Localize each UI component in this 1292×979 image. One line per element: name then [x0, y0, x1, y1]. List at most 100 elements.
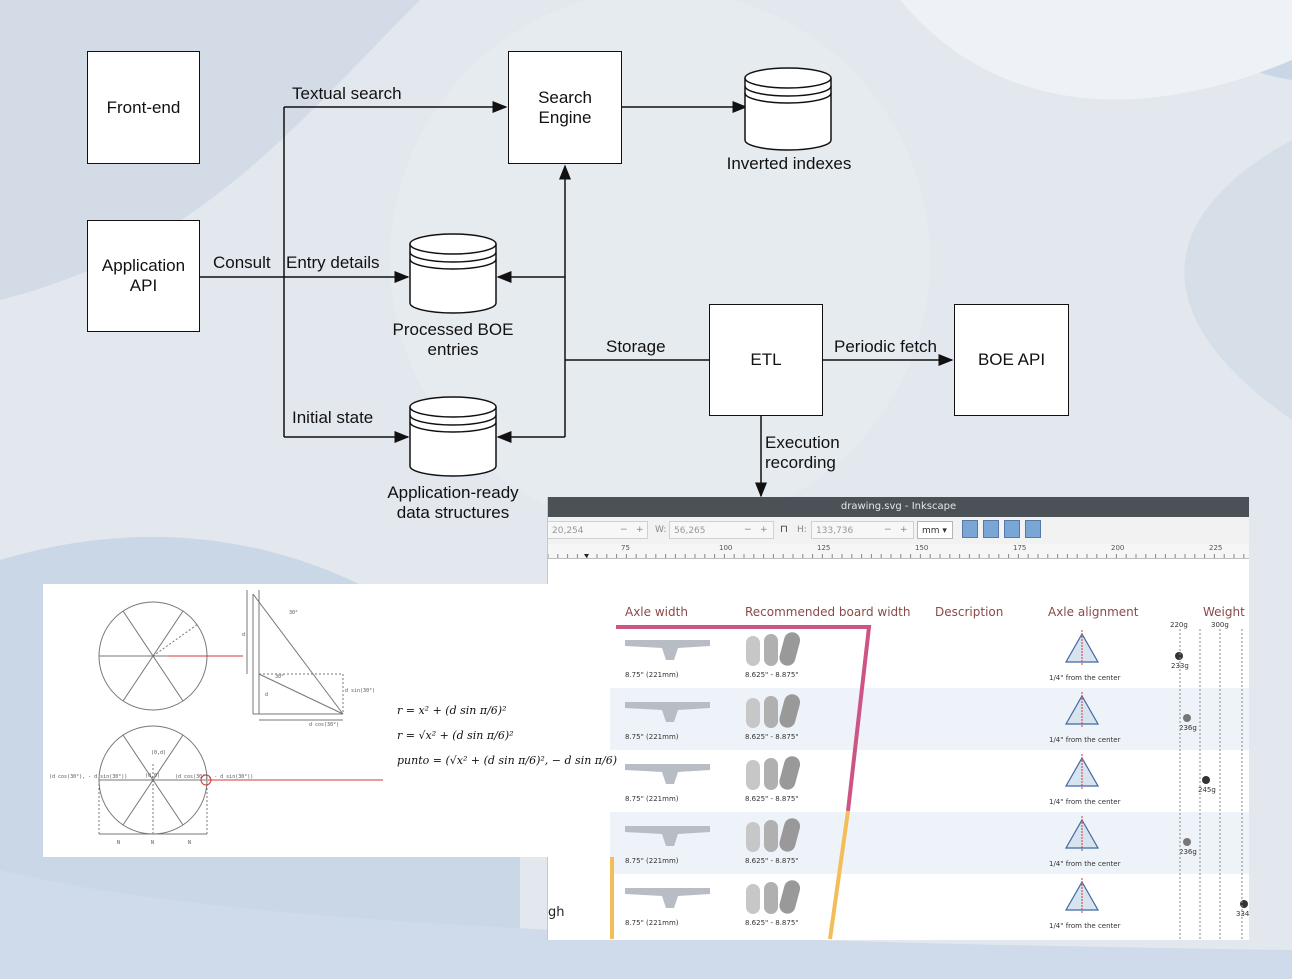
figure-label: d sin(30°) — [345, 688, 376, 694]
board-width-cell: 8.625" - 8.875" — [745, 795, 799, 803]
header-weight: Weight — [1203, 605, 1245, 619]
board-width-cell: 8.625" - 8.875" — [745, 671, 799, 679]
edge-initial-state: Initial state — [292, 408, 374, 427]
move-patterns-button[interactable] — [1025, 520, 1041, 538]
scale-corners-button[interactable] — [983, 520, 999, 538]
w-label: W: — [655, 525, 667, 535]
board-icon — [779, 694, 801, 728]
board-icon — [764, 634, 778, 666]
axle-alignment-cell: 1/4" from the center — [1049, 736, 1121, 744]
x-increment[interactable]: + — [636, 525, 644, 535]
weight-dot — [1175, 652, 1183, 660]
equation-2: r = √x² + (d sin π/6)² — [397, 729, 514, 742]
board-icon — [746, 760, 760, 790]
transform-toolbar: 20,254 − + W: 56,265 − + ⊓ H: 133,736 − … — [548, 517, 1249, 545]
board-icon — [764, 696, 778, 728]
h-decrement[interactable]: − — [884, 525, 892, 535]
node-search-engine: Search Engine — [508, 51, 622, 164]
figure-label: d cos(30°) — [309, 722, 340, 728]
edge-storage: Storage — [606, 337, 666, 356]
row-graphics — [625, 630, 1100, 666]
weight-scale-220: 220g — [1170, 621, 1188, 629]
board-width-cell: 8.625" - 8.875" — [745, 733, 799, 741]
row-graphics — [625, 692, 1100, 728]
drawing-canvas[interactable]: Axle width Recommended board width Descr… — [548, 559, 1249, 940]
figure-label: d — [242, 632, 246, 638]
board-width-cell: 8.625" - 8.875" — [745, 919, 799, 927]
header-board-width: Recommended board width — [745, 605, 911, 619]
move-gradients-button[interactable] — [1004, 520, 1020, 538]
equation-3: punto = (√x² + (d sin π/6)², − d sin π/6… — [397, 754, 617, 767]
w-decrement[interactable]: − — [744, 525, 752, 535]
window-title: drawing.svg - Inkscape — [548, 497, 1249, 517]
header-axle-alignment: Axle alignment — [1048, 605, 1139, 619]
ruler-tick-225: 225 — [1209, 544, 1223, 552]
h-input[interactable]: 133,736 — [811, 521, 914, 539]
axle-width-cell: 8.75" (221mm) — [625, 795, 679, 803]
inkscape-window: drawing.svg - Inkscape 20,254 − + W: 56,… — [547, 497, 1249, 940]
weight-cell: 236g — [1179, 848, 1197, 856]
board-icon — [746, 698, 760, 728]
axle-width-cell: 8.75" (221mm) — [625, 919, 679, 927]
table-row: 8.75" (221mm) 8.625" - 8.875" 1/4" from th… — [610, 750, 1249, 812]
ruler-tick-75: 75 — [621, 544, 630, 552]
figure-label: N — [151, 840, 155, 846]
table-row: 8.75" (221mm)8.625" - 8.875"1/4" from th… — [610, 812, 1249, 874]
board-icon — [764, 758, 778, 790]
axle-icon — [625, 640, 710, 660]
weight-cell: 236g — [1179, 724, 1197, 732]
ruler-tick-175: 175 — [1013, 544, 1027, 552]
row-graphics — [625, 816, 1100, 852]
table-row: 8.75" (221mm)8.625" - 8.875"1/4" from th… — [610, 688, 1249, 750]
board-icon — [779, 756, 801, 790]
equation-1: r = x² + (d sin π/6)² — [397, 704, 507, 717]
inverted-indexes-cylinder — [744, 67, 832, 151]
row-graphics — [625, 878, 1100, 914]
x-decrement[interactable]: − — [620, 525, 628, 535]
axle-alignment-cell: 1/4" from the center — [1049, 798, 1121, 806]
unit-select[interactable]: mm ▾ — [917, 521, 953, 539]
unit-value: mm — [922, 526, 940, 536]
weight-cell: 233g — [1171, 662, 1189, 670]
node-application-api: Application API — [87, 220, 200, 332]
board-icon — [746, 884, 760, 914]
figure-label: 30° — [275, 674, 285, 680]
figure-label: d — [265, 692, 269, 698]
scale-stroke-button[interactable] — [962, 520, 978, 538]
figure-label: (d cos(30°), - d sin(30°)) — [49, 774, 128, 780]
app-ready-cylinder — [409, 396, 497, 477]
weight-cell: 334 — [1236, 910, 1249, 918]
axle-alignment-cell: 1/4" from the center — [1049, 674, 1121, 682]
figure-label: N — [117, 840, 121, 846]
lock-icon[interactable]: ⊓ — [780, 524, 788, 535]
axle-icon — [625, 888, 710, 908]
board-icon — [779, 818, 801, 852]
h-increment[interactable]: + — [900, 525, 908, 535]
eq2-rhs: = √x² + (d sin π/6)² — [405, 729, 514, 742]
edge-textual-search: Textual search — [292, 84, 402, 103]
x-input[interactable]: 20,254 — [548, 521, 648, 539]
board-icon — [764, 820, 778, 852]
axle-alignment-cell: 1/4" from the center — [1049, 860, 1121, 868]
board-icon — [764, 882, 778, 914]
ruler-tick-125: 125 — [817, 544, 831, 552]
w-input[interactable]: 56,265 — [669, 521, 774, 539]
header-description: Description — [935, 605, 1004, 619]
weight-cell: 245g — [1198, 786, 1216, 794]
ruler-marker-icon — [584, 554, 589, 558]
axle-width-cell: 8.75" (221mm) — [625, 671, 679, 679]
axle-icon — [625, 826, 710, 846]
table-row: 8.75" (221mm) 8.625" - 8.875" 1/4" from th… — [610, 626, 1249, 688]
figure-label: (0,0) — [145, 773, 161, 779]
axle-alignment-cell: 1/4" from the center — [1049, 922, 1121, 930]
w-increment[interactable]: + — [760, 525, 768, 535]
board-icon — [779, 880, 801, 914]
board-icon — [746, 822, 760, 852]
label-app-ready: Application-ready data structures — [387, 483, 519, 522]
geometry-figure: r = x² + (d sin π/6)² r = √x² + (d sin π… — [43, 584, 617, 857]
table-row: 8.75" (221mm) 8.625" - 8.875" 1/4" from th… — [610, 874, 1249, 936]
eq2-lhs: r — [397, 729, 403, 742]
node-frontend: Front-end — [87, 51, 200, 164]
